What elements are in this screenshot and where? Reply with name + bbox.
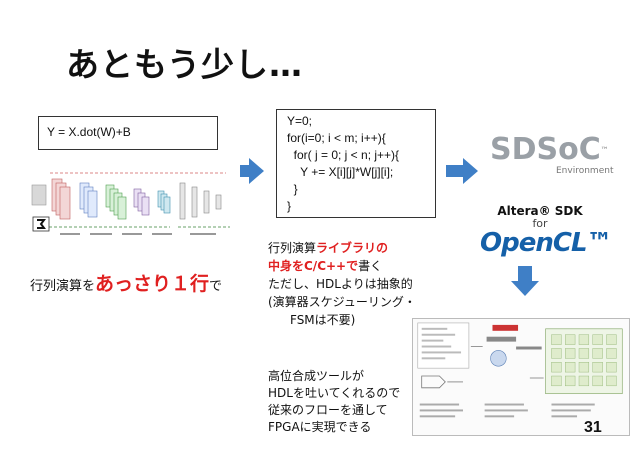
altera-opencl-logo: Altera® SDK for OpenCL™ xyxy=(480,204,613,258)
formula-box: Y = X.dot(W)+B xyxy=(38,116,218,150)
caption-highlight: 中身をC/C++で xyxy=(268,259,359,273)
caption-one-line: 行列演算をあっさり１行で xyxy=(30,269,222,296)
code-line: for(i=0; i < m; i++){ xyxy=(287,131,386,145)
arrow-right-2 xyxy=(446,158,478,184)
code-line: Y=0; xyxy=(287,114,313,128)
caption-hls: 高位合成ツールが HDLを吐いてくれるので 従来のフローを通して FPGAに実現… xyxy=(268,368,400,436)
caption-highlight: ライブラリの xyxy=(316,241,389,255)
cnn-architecture-image xyxy=(30,165,240,247)
code-line: } xyxy=(287,182,298,196)
caption-line: (演算器スケジューリング・ xyxy=(268,295,416,309)
altera-for-text: for xyxy=(532,217,548,230)
caption-library: 行列演算ライブラリの 中身をC/C++で書く ただし、HDLよりは抽象的 (演算… xyxy=(268,239,416,329)
caption-line: FSMは不要) xyxy=(290,313,356,327)
caption-line: FPGAに実現できる xyxy=(268,420,372,434)
hls-flow-image xyxy=(412,318,630,436)
opencl-text: OpenCL™ xyxy=(480,228,613,258)
caption-line: 従来のフローを通して xyxy=(268,403,388,417)
caption-prefix: 行列演算を xyxy=(30,279,96,294)
caption-text: 行列演算 xyxy=(268,241,317,255)
caption-text: 書く xyxy=(358,259,383,273)
code-box: Y=0; for(i=0; i < m; i++){ for( j = 0; j… xyxy=(276,109,436,218)
formula-text: Y = X.dot(W)+B xyxy=(47,125,131,139)
sdsoc-tm: ™ xyxy=(600,145,609,155)
code-line: } xyxy=(287,199,292,213)
sdsoc-name: SDSoC xyxy=(490,132,601,167)
page-number: 31 xyxy=(584,419,602,436)
caption-line: ただし、HDLよりは抽象的 xyxy=(268,277,413,291)
arrow-down xyxy=(511,266,539,296)
altera-sdk-text: Altera® SDK xyxy=(497,204,583,218)
caption-line: HDLを吐いてくれるので xyxy=(268,386,401,400)
caption-suffix: で xyxy=(209,279,223,294)
code-line: Y += X[i][j]*W[j][i]; xyxy=(287,165,394,179)
caption-line: 行列演算ライブラリの xyxy=(268,239,416,257)
caption-line: 中身をC/C++で書く xyxy=(268,257,416,275)
sdsoc-subtitle: Environment xyxy=(556,166,614,176)
code-line: for( j = 0; j < n; j++){ xyxy=(287,148,400,162)
caption-emphasis: あっさり１行 xyxy=(95,273,210,295)
caption-line: 高位合成ツールが xyxy=(268,369,365,383)
arrow-right-1 xyxy=(232,158,264,184)
slide-title: あともう少し… xyxy=(66,45,304,84)
sdsoc-logo: SDSoC™ Environment xyxy=(490,132,613,176)
